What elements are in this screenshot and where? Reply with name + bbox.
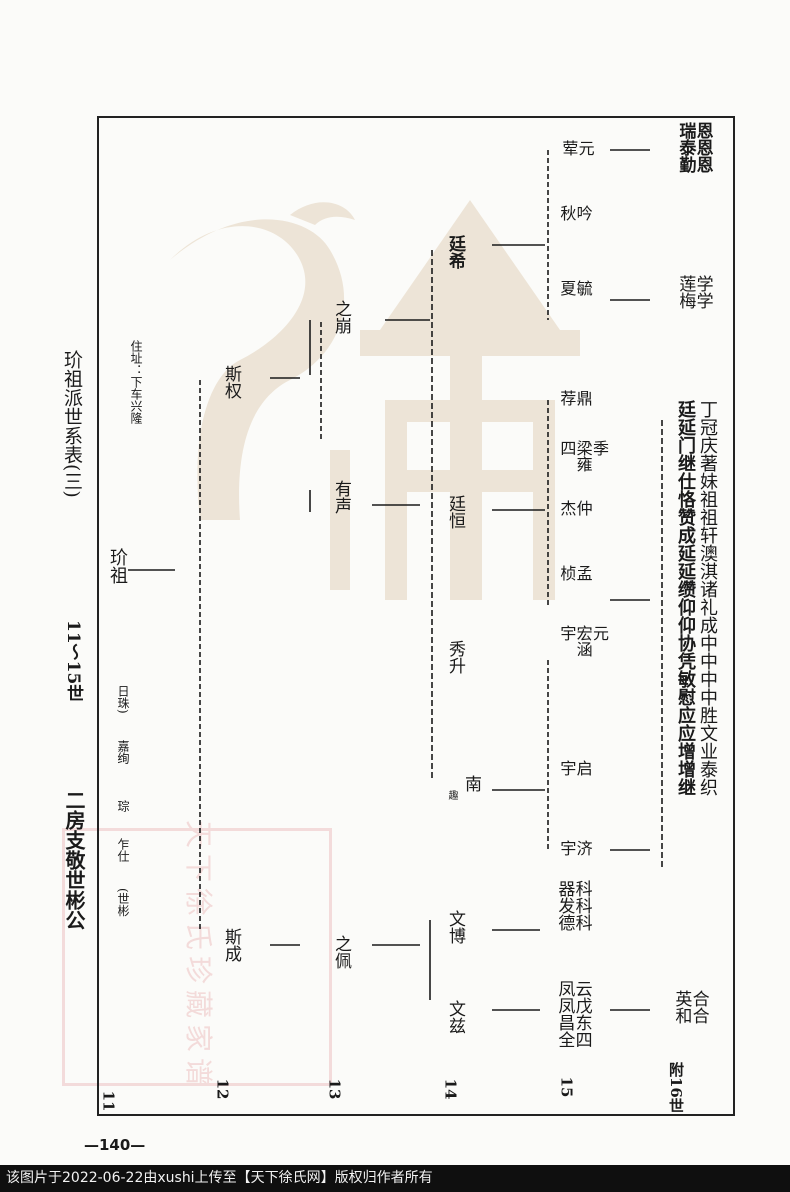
person-15-zhong: 仲 杰 bbox=[557, 500, 593, 516]
person-15-ji: 季 梁雍 四 bbox=[557, 440, 609, 472]
person-15-jiyu: 济 宇 bbox=[557, 840, 593, 856]
table-title: 玠祖派世系表(三) bbox=[61, 350, 83, 498]
person-16-row-a: 廷延门继仕恪赞成延延缵仰仰协凭敏慰应应增增继 bbox=[675, 400, 696, 796]
person-16-group-en: 恩恩恩 瑞泰勤 bbox=[675, 122, 713, 173]
person-13-zhibeng: 之崩 bbox=[331, 300, 351, 334]
person-15-yuan: 元 宏涵 宇 bbox=[557, 625, 609, 657]
page-number: —140— bbox=[84, 1136, 146, 1154]
person-11-jie: 玠祖 bbox=[107, 548, 128, 584]
person-15-yuanhun: 元 荤 bbox=[559, 140, 595, 156]
person-15-ding: 鼎 荐 bbox=[557, 390, 593, 406]
person-16-group-xue: 学学 莲梅 bbox=[675, 275, 713, 309]
person-14-nan: 南 bbox=[461, 775, 481, 792]
person-14-tingheng: 廷恒 bbox=[445, 495, 465, 529]
person-15-qiyu: 启 宇 bbox=[557, 760, 593, 776]
person-12-sicheng: 斯成 bbox=[221, 928, 241, 962]
person-14-wenzi: 文兹 bbox=[445, 1000, 465, 1034]
person-13-yousheng: 有声 bbox=[331, 480, 351, 514]
person-14-tingxi: 廷希 bbox=[445, 235, 465, 269]
watermark-seal: 天下徐氏珍藏家谱 bbox=[62, 820, 332, 1092]
person-16-group-he: 合合 英和 bbox=[671, 990, 709, 1024]
gen-label-13: 13 bbox=[325, 1078, 344, 1100]
person-15-yu: 毓 夏 bbox=[557, 280, 593, 296]
gen-label-14: 14 bbox=[441, 1078, 460, 1100]
note-name-3: 嘉绚 bbox=[116, 740, 130, 764]
gen-label-11: 11 bbox=[99, 1090, 118, 1112]
note-prefix: (世彬 bbox=[116, 888, 130, 917]
gen-label-15: 15 bbox=[557, 1076, 576, 1098]
branch-title: 二房支敬世彬公 bbox=[62, 790, 86, 930]
person-16-row-b: 丁冠庆著妹祖祖轩澳淇诸礼成中中中中胜文业泰织 bbox=[697, 400, 718, 796]
table-frame bbox=[97, 116, 735, 1116]
person-14-wenbo: 文博 bbox=[445, 910, 465, 944]
lineage-connectors bbox=[128, 149, 663, 1011]
note-name-1: 乍仕 bbox=[116, 838, 130, 862]
person-12-siquan: 斯权 bbox=[221, 365, 241, 399]
note-14-qu: 趣 bbox=[446, 790, 457, 800]
residence-note: 住址：下车兴隆 bbox=[129, 340, 143, 424]
gen-label-12: 12 bbox=[213, 1078, 232, 1100]
genealogy-page: 天下徐氏珍藏家谱 bbox=[61, 116, 735, 1154]
generation-range: 11～15世 bbox=[63, 620, 83, 702]
gen-label-16: 附16世 bbox=[667, 1062, 685, 1113]
person-13-zhipei: 之佩 bbox=[331, 935, 351, 969]
note-name-2: 琮 bbox=[116, 800, 130, 812]
person-15-group-ke: 科科科 器发德 bbox=[554, 880, 592, 931]
person-14-xiusheng: 秀升 bbox=[445, 640, 465, 674]
person-15-yin: 吟 秋 bbox=[557, 205, 593, 221]
person-15-group-yun: 云戊东四 凤凤昌全 bbox=[554, 980, 592, 1048]
bird-logo-icon bbox=[170, 200, 580, 600]
person-15-meng: 孟 桢 bbox=[557, 565, 593, 581]
upload-footer: 该图片于2022-06-22由xushi上传至【天下徐氏网】版权归作者所有 bbox=[0, 1165, 790, 1192]
watermark-logo bbox=[130, 190, 630, 610]
note-name-4: 日珠) bbox=[116, 685, 130, 714]
